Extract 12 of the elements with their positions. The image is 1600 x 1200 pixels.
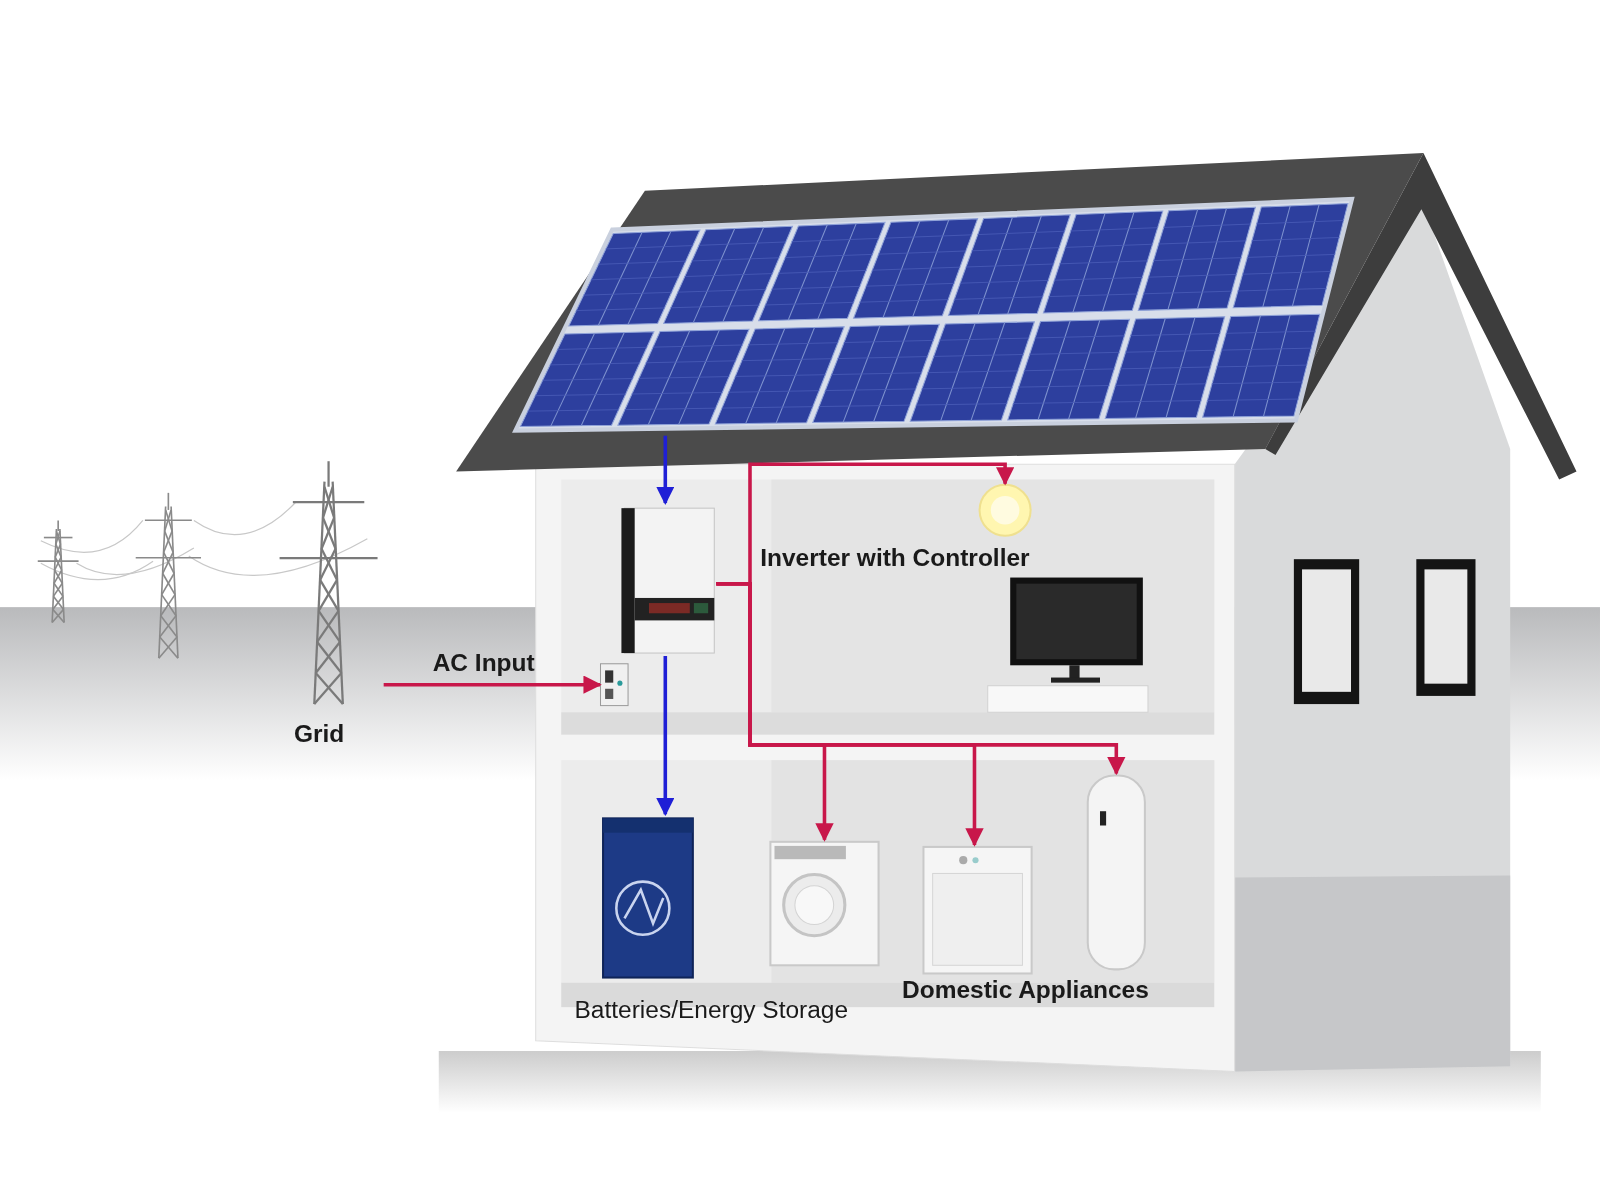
arrow [656, 435, 675, 505]
arrow [383, 675, 602, 694]
dryer-drawing [921, 844, 1034, 976]
inverter-label: Inverter with Controller [760, 543, 1030, 573]
washing-machine-drawing [768, 839, 881, 968]
grid-label: Grid [293, 719, 345, 748]
arrow [656, 656, 675, 817]
circuit-breaker [600, 663, 629, 707]
light-bulb-icon [978, 483, 1032, 537]
battery-label: Batteries/Energy Storage [574, 995, 849, 1025]
appliances-label: Domestic Appliances [902, 975, 1149, 1005]
edge-label: AC Input [432, 648, 535, 678]
